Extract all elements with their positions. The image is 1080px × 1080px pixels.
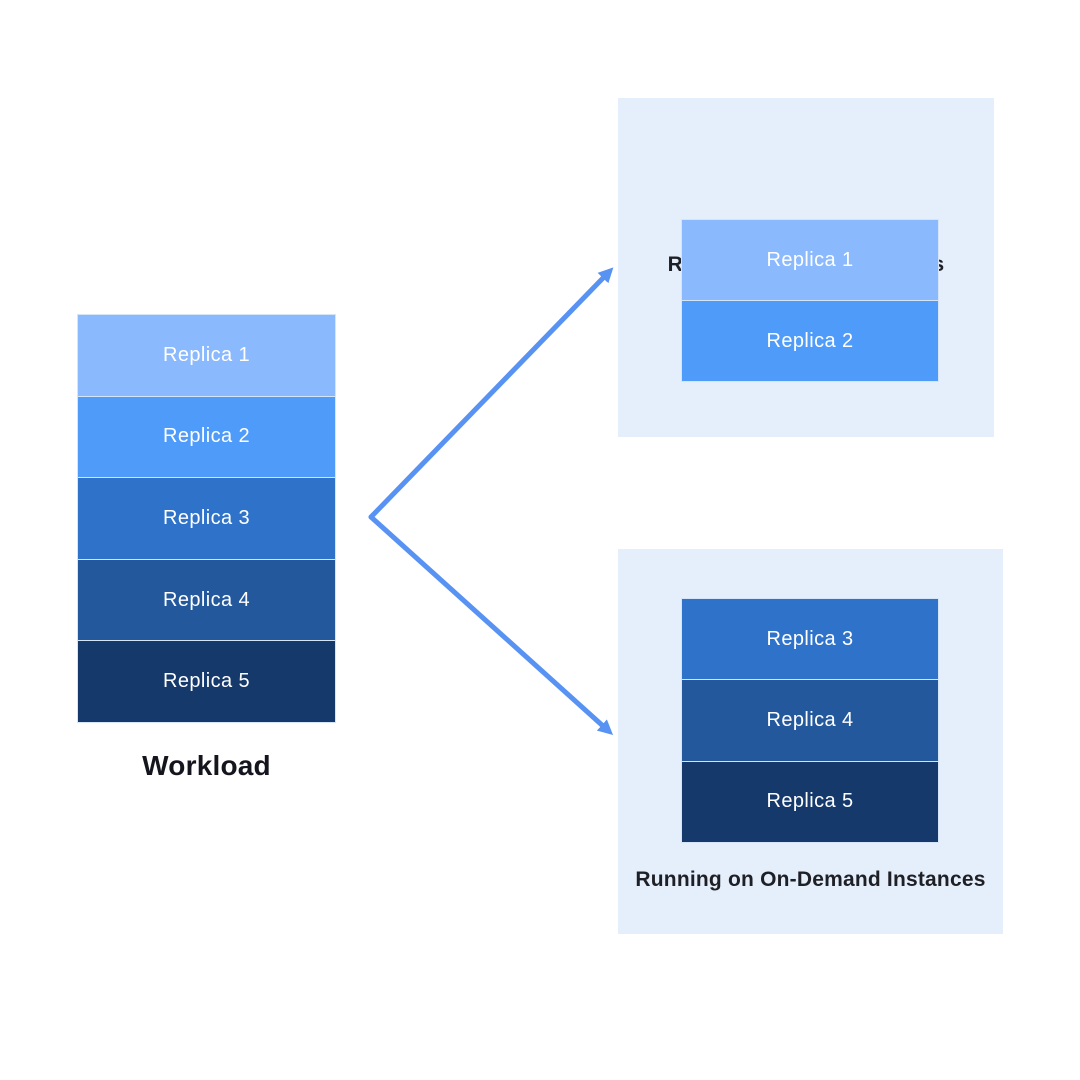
ondemand-replica-3: Replica 3 — [682, 599, 938, 680]
arrow-to-spot-panel — [368, 267, 614, 520]
ondemand-replica-5: Replica 5 — [682, 760, 938, 842]
spot-instances-panel: Running on Spot Instances Replica 1 Repl… — [618, 98, 994, 437]
arrow-to-ondemand-panel — [368, 514, 614, 736]
workload-replica-3: Replica 3 — [78, 477, 335, 559]
workload-replica-1: Replica 1 — [78, 315, 335, 396]
ondemand-instances-panel: Replica 3 Replica 4 Replica 5 Running on… — [618, 549, 1003, 934]
ondemand-replica-stack: Replica 3 Replica 4 Replica 5 — [681, 598, 939, 843]
workload-title: Workload — [142, 750, 271, 781]
ondemand-panel-title: Running on On-Demand Instances — [635, 868, 986, 891]
spot-replica-1: Replica 1 — [682, 220, 938, 300]
workload-stack: Replica 1 Replica 2 Replica 3 Replica 4 … — [77, 314, 336, 723]
workload-replica-4: Replica 4 — [78, 558, 335, 641]
spot-replica-2: Replica 2 — [682, 300, 938, 381]
spot-replica-stack: Replica 1 Replica 2 — [681, 219, 939, 382]
ondemand-replica-4: Replica 4 — [682, 679, 938, 761]
workload-replica-5: Replica 5 — [78, 640, 335, 722]
workload-replica-2: Replica 2 — [78, 395, 335, 478]
